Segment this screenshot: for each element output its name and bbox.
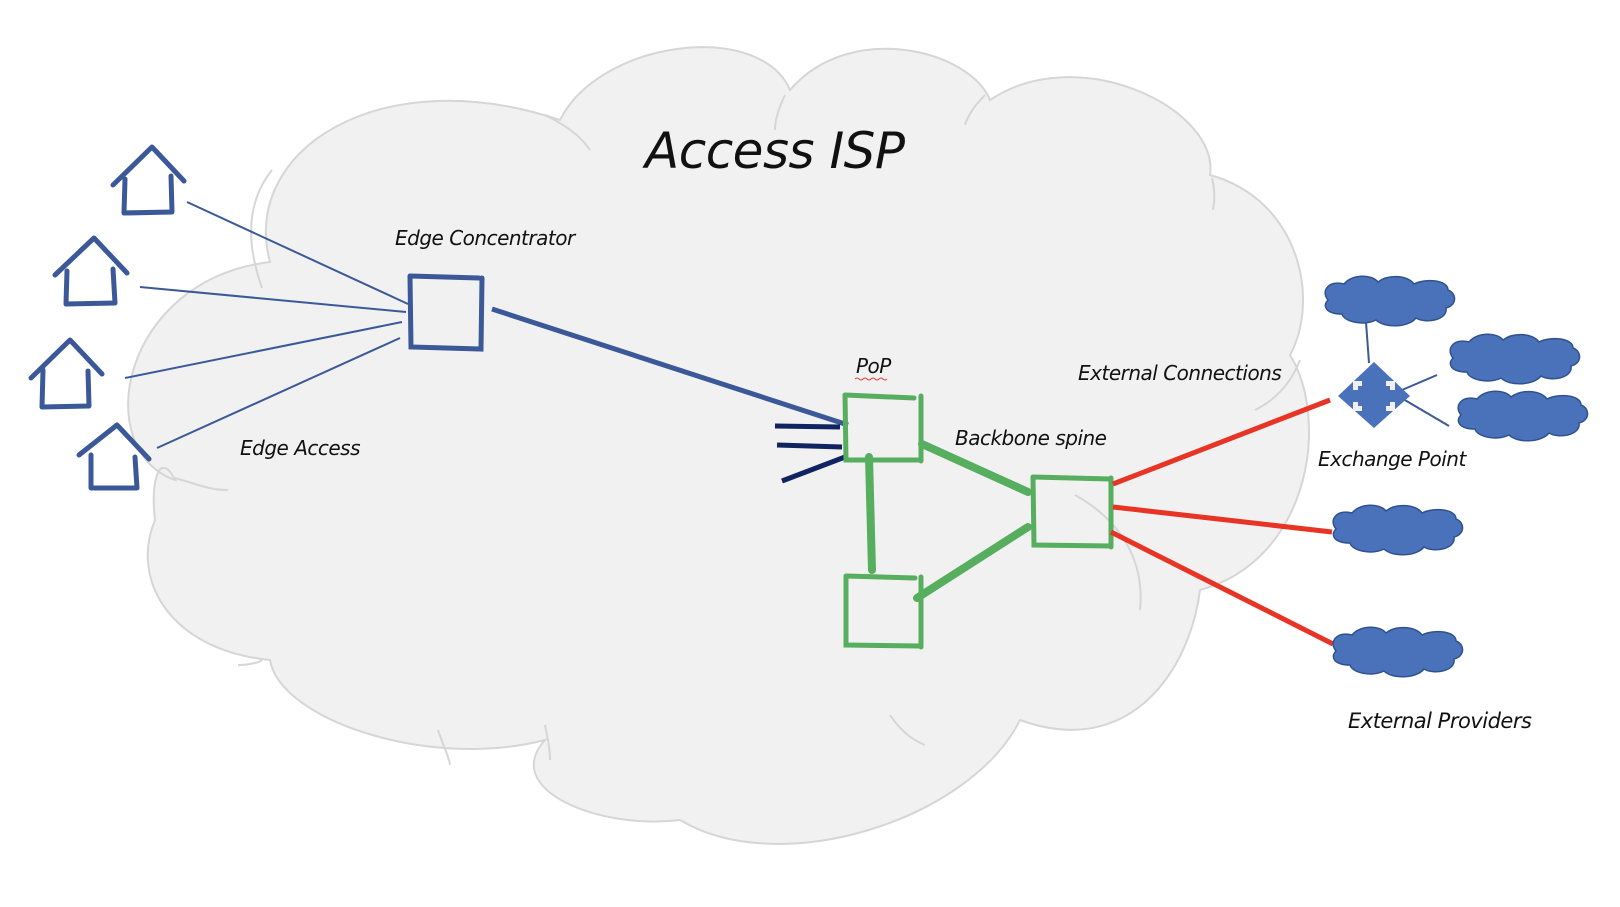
backbone-link-vertical [865,453,876,574]
external-links [1109,397,1335,647]
exchange-links [1365,321,1450,427]
ix-link-top [1365,321,1370,364]
label-external-providers: External Providers [1348,709,1532,733]
label-edge-access: Edge Access [240,436,360,460]
backbone-link-upper [918,440,1032,496]
stub-2 [776,442,843,450]
pop-router-main[interactable] [842,392,924,464]
house-2-icon [52,235,130,307]
ix-link-low [1397,395,1450,427]
backbone-links [865,440,1032,602]
edge-access-links [124,201,409,449]
diagram-title: Access ISP [642,122,906,180]
pop-access-stubs [774,423,846,484]
label-edge-concentrator: Edge Concentrator [395,226,577,250]
isp-cloud [127,46,1310,845]
pop-router-border[interactable] [1030,474,1114,550]
provider-cloud-3[interactable] [1457,390,1589,442]
provider-cloud-2[interactable] [1449,333,1581,385]
backbone-link-lower [913,523,1032,602]
ix-link-mid [1401,374,1438,391]
house-1-icon [110,144,187,216]
access-link-2 [139,286,407,313]
edge-concentrator[interactable] [407,273,485,352]
stub-1 [774,423,841,430]
spellcheck-underline [854,377,888,381]
external-link-ix [1112,397,1331,487]
provider-cloud-1[interactable] [1324,275,1456,327]
access-link-3 [124,321,403,379]
label-external-connections: External Connections [1078,361,1281,385]
pop-router-lower[interactable] [843,573,924,650]
provider-cloud-5[interactable] [1332,626,1464,678]
external-link-provider-2 [1109,529,1335,647]
label-exchange-point: Exchange Point [1318,447,1467,471]
access-link-1 [186,201,409,305]
house-3-icon [28,337,105,410]
exchange-point-icon[interactable] [1338,362,1410,428]
access-link-4 [156,337,401,449]
stub-3 [781,454,846,484]
concentrator-uplink [491,306,849,428]
provider-cloud-4[interactable] [1332,504,1464,556]
label-backbone-spine: Backbone spine [955,426,1107,450]
label-pop: PoP [856,354,892,378]
house-4-icon [76,422,152,491]
external-link-provider-1 [1112,504,1333,535]
